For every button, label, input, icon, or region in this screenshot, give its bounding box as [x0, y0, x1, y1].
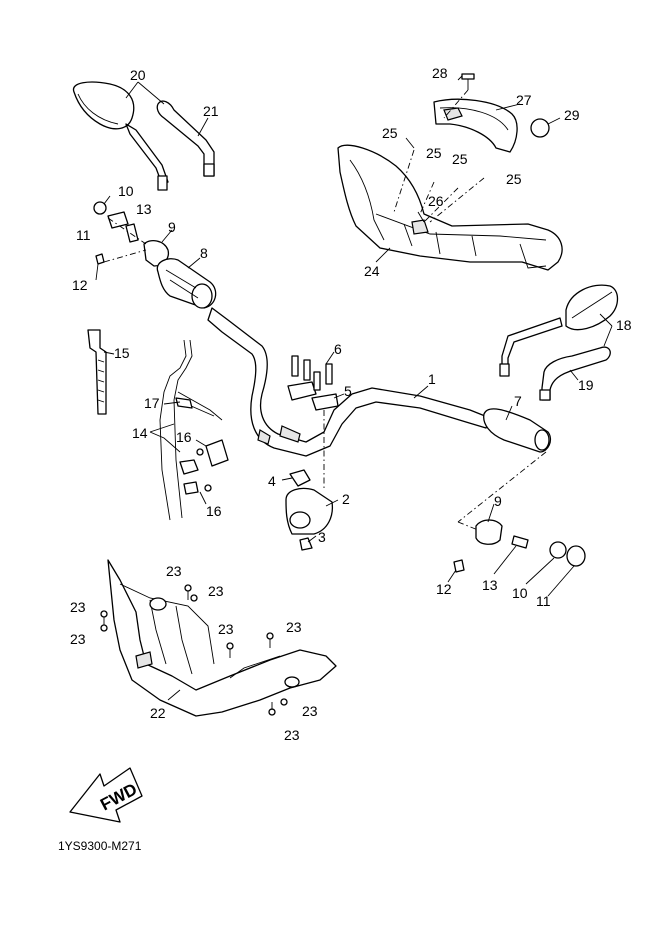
callout: 4: [268, 473, 276, 489]
callout: 14: [132, 425, 148, 441]
callout: 23: [284, 727, 300, 743]
grip-8: [156, 258, 217, 309]
callout: 23: [70, 631, 86, 647]
front-handle-cover: [337, 144, 563, 271]
callout: 8: [200, 245, 208, 261]
callout: 23: [208, 583, 224, 599]
callout: 23: [302, 703, 318, 719]
callout: 27: [516, 92, 532, 108]
callout: 17: [144, 395, 160, 411]
callout: 6: [334, 341, 342, 357]
lower-cover: [107, 559, 337, 717]
callout: 12: [436, 581, 452, 597]
screws-23: [100, 584, 288, 716]
callout: 20: [130, 67, 146, 83]
right-mirror-stay: [539, 346, 611, 401]
handlebar: [207, 307, 491, 457]
callout: 10: [118, 183, 134, 199]
handlebar-holder-lower: [285, 469, 334, 551]
callout: 26: [428, 193, 444, 209]
grip-7: [483, 408, 552, 453]
callout: 21: [203, 103, 219, 119]
callout: 25: [506, 171, 522, 187]
diagram-code: 1YS9300-M271: [58, 839, 142, 853]
callout: 25: [426, 145, 442, 161]
leader-lines: [95, 75, 613, 701]
callout: 7: [514, 393, 522, 409]
callout: 29: [564, 107, 580, 123]
callout: 1: [428, 371, 436, 387]
cable-band: [87, 329, 107, 415]
callout: 2: [342, 491, 350, 507]
callout: 5: [344, 383, 352, 399]
callout: 12: [72, 277, 88, 293]
callout: 9: [494, 493, 502, 509]
callout: 16: [206, 503, 222, 519]
screw-28: [461, 73, 475, 90]
left-mirror-stay: [156, 100, 215, 177]
callout: 13: [136, 201, 152, 217]
callout: 23: [70, 599, 86, 615]
callout: 24: [364, 263, 380, 279]
callout: 19: [578, 377, 594, 393]
grip-end-left: [93, 201, 170, 267]
grip-end-right: [453, 519, 586, 573]
callout: 10: [512, 585, 528, 601]
callout: 23: [218, 621, 234, 637]
callout: 11: [76, 227, 91, 243]
callout: 3: [318, 529, 326, 545]
throttle-cables: [159, 339, 229, 521]
callout: 22: [150, 705, 166, 721]
callout: 23: [166, 563, 182, 579]
callout-labels: 20 21 28 27 29 25 25 25 25 26 24 10 13 1…: [70, 65, 632, 743]
callout: 28: [432, 65, 448, 81]
callout: 25: [452, 151, 468, 167]
callout: 13: [482, 577, 498, 593]
callout: 23: [286, 619, 302, 635]
left-mirror: [72, 81, 169, 191]
callout: 25: [382, 125, 398, 141]
callout: 18: [616, 317, 632, 333]
callout: 11: [536, 593, 551, 609]
fwd-arrow: FWD: [69, 767, 143, 823]
callout: 9: [168, 219, 176, 235]
emblem-29: [530, 118, 550, 138]
callout: 16: [176, 429, 192, 445]
callout: 15: [114, 345, 130, 361]
upper-handle-cover: [433, 98, 518, 153]
handlebar-holder-upper: [287, 355, 339, 411]
